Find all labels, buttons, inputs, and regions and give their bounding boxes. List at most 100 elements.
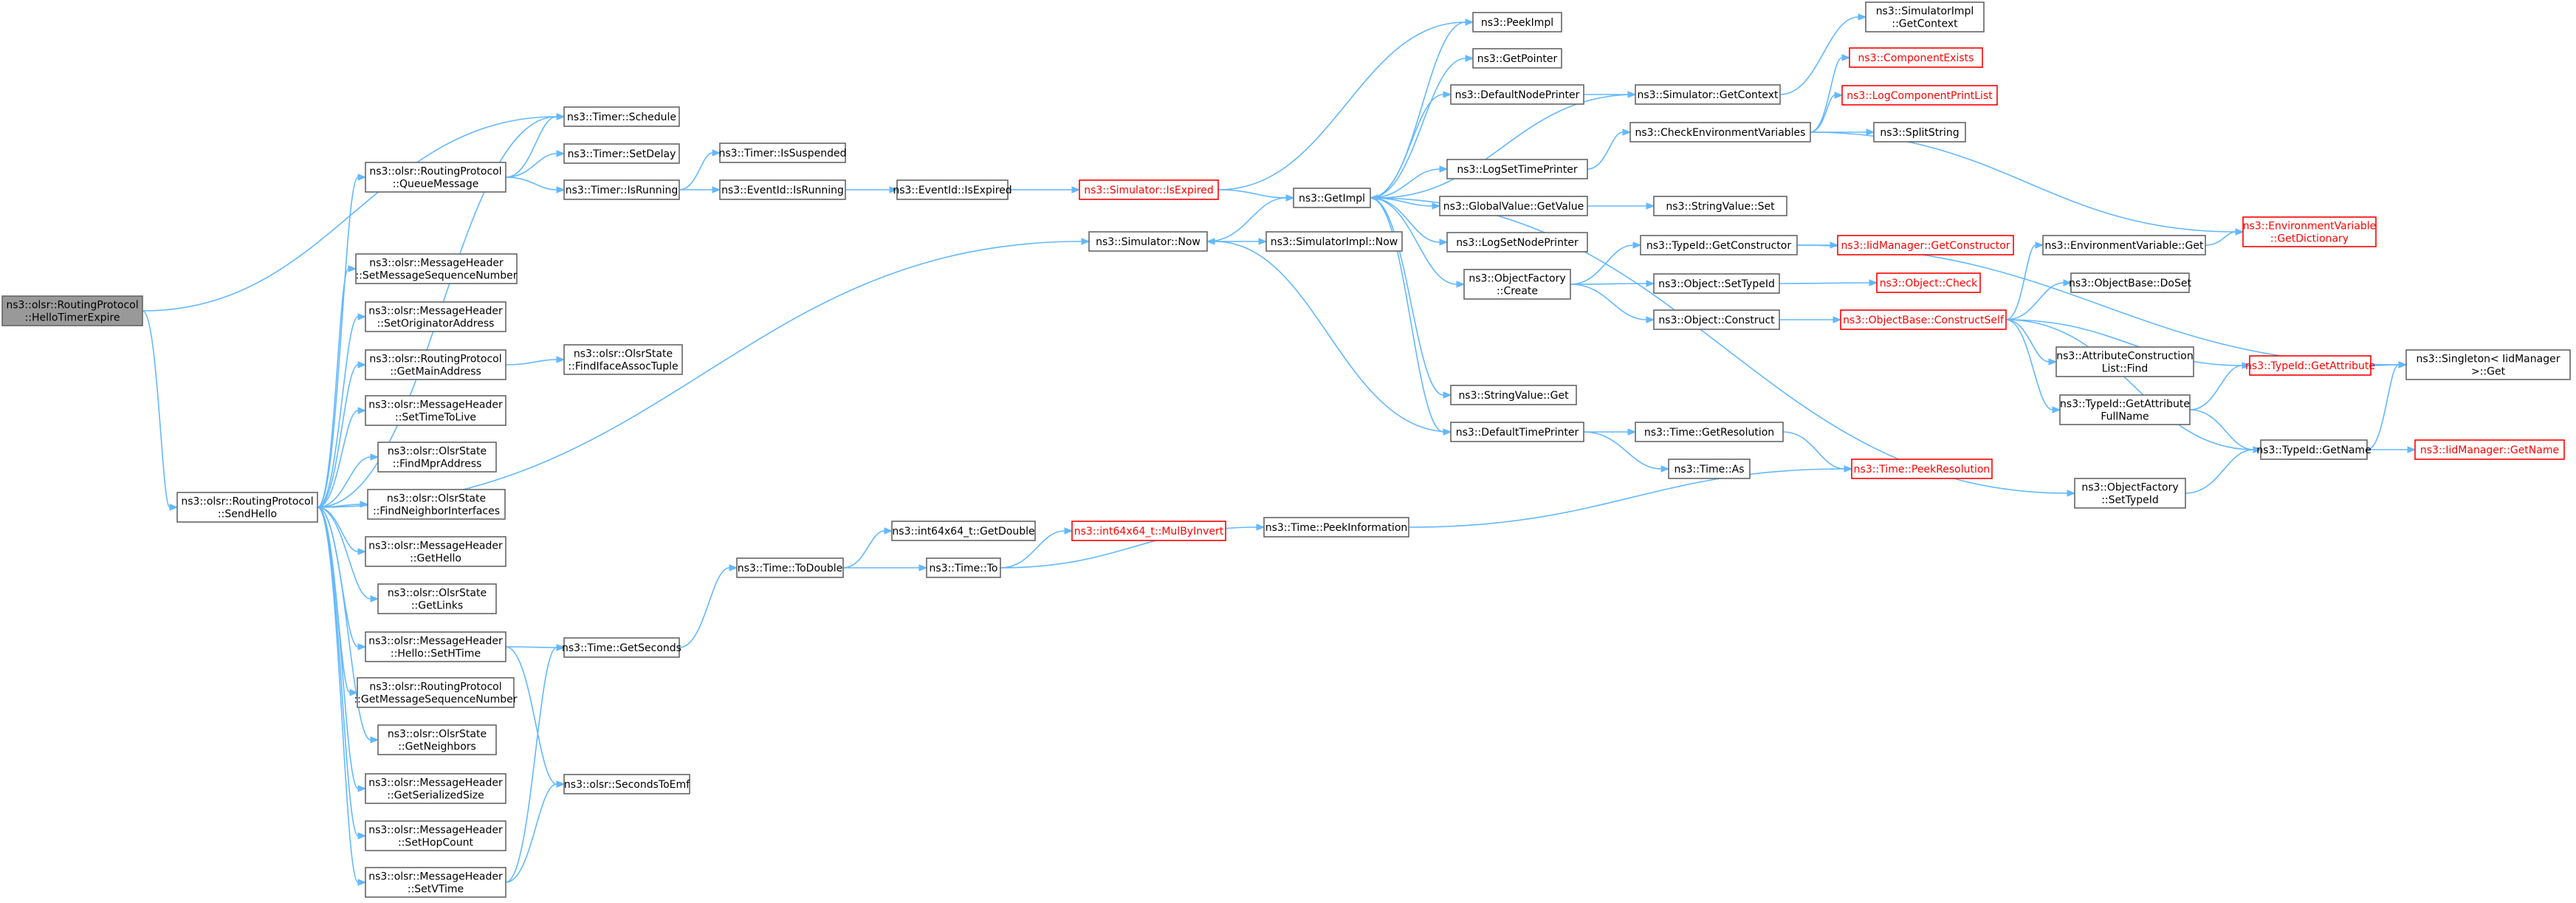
- edge-sendhello-to-setttl: [317, 407, 367, 508]
- node-tigetname[interactable]: ns3::TypeId::GetName: [2256, 439, 2371, 460]
- node-findiface[interactable]: ns3::olsr::OlsrState::FindIfaceAssocTupl…: [563, 344, 683, 375]
- node-getnbrs[interactable]: ns3::olsr::OlsrState::GetNeighbors: [377, 724, 497, 755]
- node-secemf[interactable]: ns3::olsr::SecondsToEmf: [563, 774, 690, 794]
- node-logcomplist[interactable]: ns3::LogComponentPrintList: [1841, 85, 1998, 106]
- edge-line: [2189, 365, 2243, 411]
- node-evrunning[interactable]: ns3::EventId::IsRunning: [719, 179, 846, 200]
- node-envget[interactable]: ns3::EnvironmentVariable::Get: [2042, 235, 2206, 255]
- node-label: ::GetSerializedSize: [387, 790, 484, 802]
- node-checkenv[interactable]: ns3::CheckEnvironmentVariables: [1629, 122, 1811, 143]
- node-isrunning[interactable]: ns3::Timer::IsRunning: [563, 179, 680, 200]
- edge-obconstself-to-tigetattrfull: [2005, 319, 2061, 413]
- node-getres[interactable]: ns3::Time::GetResolution: [1635, 422, 1784, 442]
- node-getimpl[interactable]: ns3::GetImpl: [1293, 188, 1371, 208]
- node-box: [2249, 355, 2371, 376]
- node-compexists[interactable]: ns3::ComponentExists: [1849, 47, 1983, 68]
- node-getdouble[interactable]: ns3::int64x64_t::GetDouble: [891, 521, 1036, 541]
- node-ofsettid[interactable]: ns3::ObjectFactory::SetTypeId: [2074, 478, 2186, 509]
- arrowhead: [1465, 55, 1474, 62]
- node-setorig[interactable]: ns3::olsr::MessageHeader::SetOriginatorA…: [365, 301, 506, 332]
- node-iidgetname[interactable]: ns3::IidManager::GetName: [2414, 439, 2565, 460]
- node-obconstself[interactable]: ns3::ObjectBase::ConstructSelf: [1840, 309, 2007, 330]
- node-evexpired[interactable]: ns3::EventId::IsExpired: [893, 179, 1012, 200]
- edge-line: [505, 359, 557, 365]
- node-sethtime[interactable]: ns3::olsr::MessageHeader::Hello::SetHTim…: [365, 631, 506, 662]
- node-findnbrif[interactable]: ns3::olsr::OlsrState::FindNeighborInterf…: [367, 489, 506, 520]
- node-box: [2074, 478, 2186, 509]
- node-box: [719, 143, 846, 163]
- node-svset[interactable]: ns3::StringValue::Set: [1653, 196, 1787, 216]
- node-simexpired[interactable]: ns3::Simulator::IsExpired: [1079, 179, 1219, 200]
- node-objconstruct[interactable]: ns3::Object::Construct: [1653, 309, 1780, 330]
- node-setmsn[interactable]: ns3::olsr::MessageHeader::SetMessageSequ…: [355, 253, 518, 284]
- node-qmsg[interactable]: ns3::olsr::RoutingProtocol::QueueMessage: [365, 162, 506, 193]
- node-logsettime[interactable]: ns3::LogSetTimePrinter: [1446, 159, 1588, 179]
- node-peekinfo[interactable]: ns3::Time::PeekInformation: [1263, 517, 1409, 538]
- arrowhead: [1622, 128, 1632, 136]
- node-gethello[interactable]: ns3::olsr::MessageHeader::GetHello: [365, 536, 506, 567]
- node-label: ns3::EventId::IsExpired: [893, 185, 1011, 196]
- node-schedule[interactable]: ns3::Timer::Schedule: [563, 106, 680, 127]
- node-mulbyinv[interactable]: ns3::int64x64_t::MulByInvert: [1071, 521, 1226, 541]
- node-label: ns3::olsr::RoutingProtocol: [369, 354, 501, 365]
- edge-sendhello-to-gethello: [317, 507, 367, 555]
- arrowhead: [729, 564, 738, 571]
- node-getsersz[interactable]: ns3::olsr::MessageHeader::GetSerializedS…: [365, 773, 506, 804]
- node-objcheck[interactable]: ns3::Object::Check: [1876, 272, 1981, 293]
- node-getmsn[interactable]: ns3::olsr::RoutingProtocol::GetMessageSe…: [354, 677, 518, 708]
- node-setdelay[interactable]: ns3::Timer::SetDelay: [563, 143, 680, 164]
- edge-checkenv-to-compexists: [1810, 54, 1851, 133]
- node-singleton[interactable]: ns3::Singleton< IidManager>::Get: [2405, 349, 2571, 380]
- node-getpointer[interactable]: ns3::GetPointer: [1472, 48, 1562, 69]
- node-objsettid[interactable]: ns3::Object::SetTypeId: [1653, 273, 1780, 294]
- node-obdoset[interactable]: ns3::ObjectBase::DoSet: [2069, 272, 2191, 293]
- edge-ofsettid-to-tigetname: [2185, 446, 2262, 494]
- node-peekimpl[interactable]: ns3::PeekImpl: [1472, 12, 1562, 32]
- node-sendhello[interactable]: ns3::olsr::RoutingProtocol::SendHello: [176, 492, 318, 523]
- node-simimplctx[interactable]: ns3::SimulatorImpl::GetContext: [1865, 1, 1985, 32]
- arrowhead: [918, 564, 928, 571]
- node-label: ns3::olsr::OlsrState: [574, 349, 673, 360]
- arrowhead: [2407, 446, 2417, 453]
- node-envdict[interactable]: ns3::EnvironmentVariable::GetDictionary: [2242, 216, 2377, 247]
- arrowhead: [169, 504, 179, 511]
- node-deftimepr[interactable]: ns3::DefaultTimePrinter: [1450, 422, 1584, 442]
- node-splitstr[interactable]: ns3::SplitString: [1873, 122, 1966, 143]
- node-findmpr[interactable]: ns3::olsr::OlsrState::FindMprAddress: [377, 442, 497, 473]
- edge-line: [842, 530, 885, 569]
- node-defnodepr[interactable]: ns3::DefaultNodePrinter: [1450, 84, 1584, 105]
- node-getseconds[interactable]: ns3::Time::GetSeconds: [562, 637, 681, 658]
- arrowhead: [357, 313, 367, 320]
- node-tigetctor[interactable]: ns3::TypeId::GetConstructor: [1640, 235, 1798, 255]
- node-issusp[interactable]: ns3::Timer::IsSuspended: [719, 143, 847, 163]
- node-sethop[interactable]: ns3::olsr::MessageHeader::SetHopCount: [365, 820, 506, 851]
- node-logsetnode[interactable]: ns3::LogSetNodePrinter: [1446, 232, 1588, 253]
- node-todouble[interactable]: ns3::Time::ToDouble: [736, 557, 844, 578]
- node-root[interactable]: ns3::olsr::RoutingProtocol::HelloTimerEx…: [1, 295, 143, 326]
- node-simgetctx[interactable]: ns3::Simulator::GetContext: [1635, 84, 1781, 105]
- node-label: ns3::SplitString: [1880, 127, 1959, 139]
- node-svget[interactable]: ns3::StringValue::Get: [1450, 385, 1577, 405]
- arrowhead: [2063, 279, 2072, 286]
- node-peekres[interactable]: ns3::Time::PeekResolution: [1851, 459, 1993, 479]
- node-timeas[interactable]: ns3::Time::As: [1668, 459, 1751, 479]
- edge-tigetattrfull-to-tigetattr: [2189, 362, 2251, 411]
- node-setttl[interactable]: ns3::olsr::MessageHeader::SetTimeToLive: [365, 395, 506, 426]
- node-timeto[interactable]: ns3::Time::To: [926, 557, 1001, 578]
- node-gvget[interactable]: ns3::GlobalValue::GetValue: [1439, 196, 1588, 216]
- node-iidgetctor[interactable]: ns3::IidManager::GetConstructor: [1837, 235, 2014, 255]
- node-ofcreate[interactable]: ns3::ObjectFactory::Create: [1463, 269, 1571, 300]
- node-simimplnow[interactable]: ns3::SimulatorImpl::Now: [1265, 231, 1403, 252]
- node-setvtime[interactable]: ns3::olsr::MessageHeader::SetVTime: [365, 867, 506, 898]
- arrowhead: [1465, 18, 1474, 26]
- node-label: ns3::olsr::MessageHeader: [369, 258, 504, 269]
- node-getmain[interactable]: ns3::olsr::RoutingProtocol::GetMainAddre…: [365, 349, 506, 380]
- node-getlinks[interactable]: ns3::olsr::OlsrState::GetLinks: [377, 583, 497, 614]
- node-label: ns3::IidManager::GetConstructor: [1841, 240, 2010, 252]
- node-box: [365, 820, 506, 851]
- node-simnow[interactable]: ns3::Simulator::Now: [1088, 231, 1208, 252]
- node-tigetattr[interactable]: ns3::TypeId::GetAttribute: [2245, 355, 2375, 376]
